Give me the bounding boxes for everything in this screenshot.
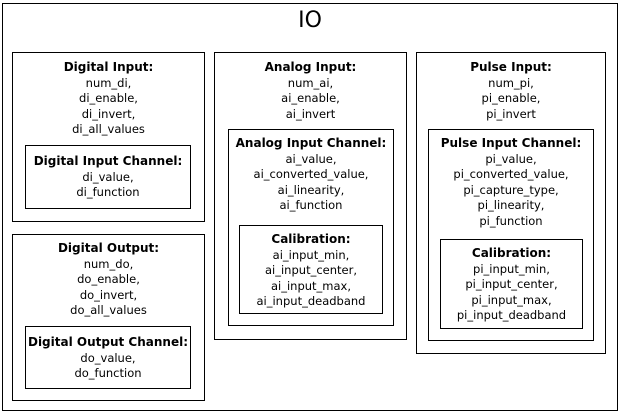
digital-output-field: do_invert, <box>79 287 138 302</box>
digital-input-field: di_invert, <box>81 106 136 121</box>
pulse-input-channel-field: pi_converted_value, <box>453 167 569 182</box>
analog-calibration-text: Calibration: ai_input_min, ai_input_cent… <box>240 232 382 310</box>
pulse-input-channel-field: pi_capture_type, <box>463 182 559 197</box>
digital-input-channel-field: di_value, <box>82 169 134 184</box>
pulse-calibration-box: Calibration: pi_input_min, pi_input_cent… <box>440 239 583 329</box>
analog-calibration-field: ai_input_center, <box>265 263 357 278</box>
digital-input-channel-box: Digital Input Channel: di_value, di_func… <box>25 145 191 209</box>
diagram-title: IO <box>298 8 322 33</box>
digital-input-field: num_di, <box>85 75 132 90</box>
digital-output-text: Digital Output: num_do, do_enable, do_in… <box>13 241 204 319</box>
digital-output-channel-field: do_value, <box>80 350 136 365</box>
pulse-input-channel-field: pi_value, <box>485 151 537 166</box>
pulse-input-title: Pulse Input: <box>470 60 552 74</box>
digital-output-field: do_all_values <box>70 303 147 318</box>
analog-input-title: Analog Input: <box>264 60 357 74</box>
analog-input-channel-field: ai_function <box>279 198 343 213</box>
digital-output-channel-box: Digital Output Channel: do_value, do_fun… <box>25 326 191 389</box>
digital-input-field: di_all_values <box>72 122 145 137</box>
pulse-input-channel-field: pi_function <box>479 213 543 228</box>
digital-output-channel-title: Digital Output Channel: <box>27 335 188 349</box>
digital-input-channel-text: Digital Input Channel: di_value, di_func… <box>26 154 190 201</box>
pulse-input-channel-field: pi_linearity, <box>477 198 545 213</box>
digital-output-channel-text: Digital Output Channel: do_value, do_fun… <box>26 335 190 382</box>
pulse-input-field: pi_enable, <box>481 91 541 106</box>
pulse-calibration-field: pi_input_min, <box>473 261 550 276</box>
analog-calibration-field: ai_input_min, <box>272 247 350 262</box>
analog-input-channel-text: Analog Input Channel: ai_value, ai_conve… <box>229 136 393 214</box>
pulse-calibration-text: Calibration: pi_input_min, pi_input_cent… <box>441 246 582 324</box>
digital-input-channel-field: di_function <box>76 185 140 200</box>
analog-calibration-title: Calibration: <box>271 232 351 246</box>
digital-output-field: num_do, <box>83 256 134 271</box>
pulse-input-channel-text: Pulse Input Channel: pi_value, pi_conver… <box>429 136 593 230</box>
digital-input-title: Digital Input: <box>63 60 154 74</box>
analog-input-channel-title: Analog Input Channel: <box>235 136 387 150</box>
analog-input-field: num_ai, <box>287 75 334 90</box>
pulse-input-field: num_pi, <box>488 75 534 90</box>
pulse-input-text: Pulse Input: num_pi, pi_enable, pi_inver… <box>417 60 605 122</box>
analog-input-field: ai_enable, <box>281 91 340 106</box>
digital-output-field: do_enable, <box>77 272 140 287</box>
analog-input-channel-field: ai_converted_value, <box>253 167 369 182</box>
digital-output-title: Digital Output: <box>57 241 160 255</box>
analog-input-channel-field: ai_value, <box>285 151 337 166</box>
analog-calibration-field: ai_input_deadband <box>256 294 366 309</box>
analog-input-text: Analog Input: num_ai, ai_enable, ai_inve… <box>215 60 406 122</box>
digital-input-channel-title: Digital Input Channel: <box>33 154 183 168</box>
pulse-calibration-field: pi_input_deadband <box>456 308 567 323</box>
analog-input-channel-field: ai_linearity, <box>277 182 345 197</box>
analog-calibration-field: ai_input_max, <box>270 278 352 293</box>
pulse-calibration-field: pi_input_center, <box>465 277 558 292</box>
analog-calibration-box: Calibration: ai_input_min, ai_input_cent… <box>239 225 383 314</box>
pulse-calibration-title: Calibration: <box>471 246 552 260</box>
pulse-input-channel-title: Pulse Input Channel: <box>440 136 582 150</box>
analog-input-field: ai_invert <box>285 106 336 121</box>
digital-input-text: Digital Input: num_di, di_enable, di_inv… <box>13 60 204 138</box>
pulse-input-field: pi_invert <box>486 106 536 121</box>
digital-input-field: di_enable, <box>79 91 138 106</box>
digital-output-channel-field: do_function <box>74 366 142 381</box>
pulse-calibration-field: pi_input_max, <box>471 292 552 307</box>
